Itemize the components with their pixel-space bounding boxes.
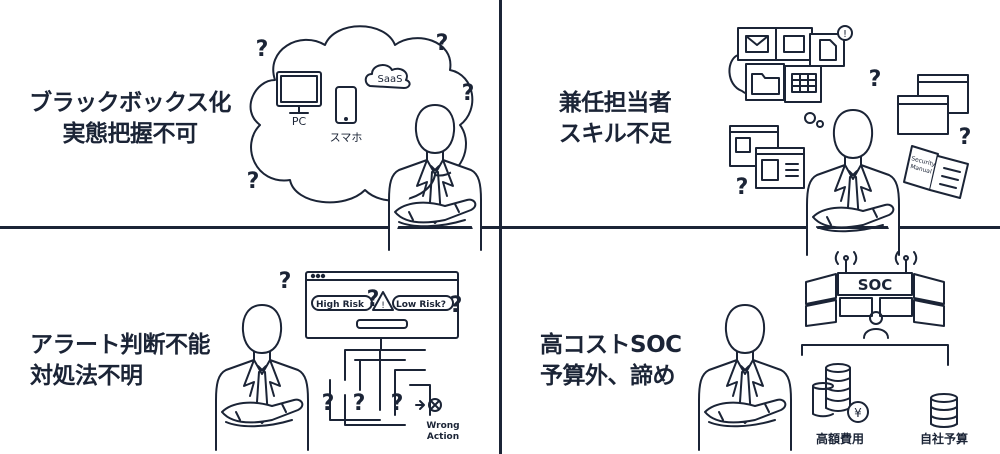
panel-blackbox-heading: ブラックボックス化 実態把握不可 [10,88,250,150]
question-icon [277,268,293,295]
soc-label: SOC [858,276,893,294]
saas-cloud-icon [364,64,411,89]
soc-sign [837,272,913,296]
heading-line: 高コストSOC [540,332,682,358]
heading-line: 実態把握不可 [62,121,199,147]
alert-icon [837,25,853,41]
question-icon [460,80,476,107]
operator-icon [869,311,883,325]
antenna-icon [845,259,907,273]
question-icon [254,36,270,63]
wrong-action-label: Wrong [426,421,459,431]
question-icon [957,124,973,151]
heading-line: アラート判断不能 [30,332,211,358]
panel-alert-heading: アラート判断不能 対処法不明 [30,330,250,392]
person-icon [698,304,792,451]
horizontal-divider [0,226,1000,229]
person-icon [215,304,309,451]
person-icon [806,109,900,256]
panel-soc-heading: 高コストSOC 予算外、諦め [540,330,710,392]
question-icon [734,174,750,201]
browser-icon [729,125,779,167]
security-manual-icon: Security Manual [903,145,969,199]
blackbox-cloud-illustration: PC スマホ SaaS [245,25,482,251]
saas-label: SaaS [378,74,403,85]
soc-cost-illustration: SOC ¥ 高額費用 自社予算 [698,251,968,451]
heading-line: 兼任担当者 [558,90,672,116]
high-risk-label: High Risk [316,300,365,310]
question-icon [434,30,450,57]
monitor-icon [805,273,945,327]
question-icon [320,390,336,417]
heading-line: ブラックボックス化 [29,90,231,116]
coin-stack-icon: ¥ [812,363,869,423]
wrong-action-label: Action [427,432,459,442]
alert-confusion-illustration: High Risk ! Low Risk? Wrong Action [215,268,464,451]
calendar-icon [775,27,813,61]
question-icon [867,66,883,93]
question-icon [245,168,261,195]
svg-text:!: ! [843,29,847,40]
question-icon [351,390,367,417]
heading-line: スキル不足 [558,121,672,147]
maze [329,337,431,426]
svg-text:!: ! [381,301,385,311]
yen-label: ¥ [854,406,862,420]
high-cost-label: 高額費用 [816,431,864,446]
question-icon [365,286,381,313]
document-icon [809,33,845,67]
pc-label: PC [292,115,307,128]
heading-line: 予算外、諦め [540,363,676,389]
wrong-icon [428,398,442,412]
phone-icon [335,86,357,124]
skill-shortage-illustration: ! Security Manual [728,25,973,256]
question-icon [448,292,464,319]
budget-database-icon [930,393,958,428]
phone-label: スマホ [330,131,363,144]
action-button [356,319,408,329]
budget-label: 自社予算 [920,431,968,446]
cloud-outline [249,25,474,204]
window-icon [897,95,949,135]
low-risk-label: Low Risk? [396,300,446,310]
question-icon [389,390,405,417]
heading-line: 対処法不明 [30,363,143,389]
panel-skill-heading: 兼任担当者 スキル不足 [520,88,710,150]
